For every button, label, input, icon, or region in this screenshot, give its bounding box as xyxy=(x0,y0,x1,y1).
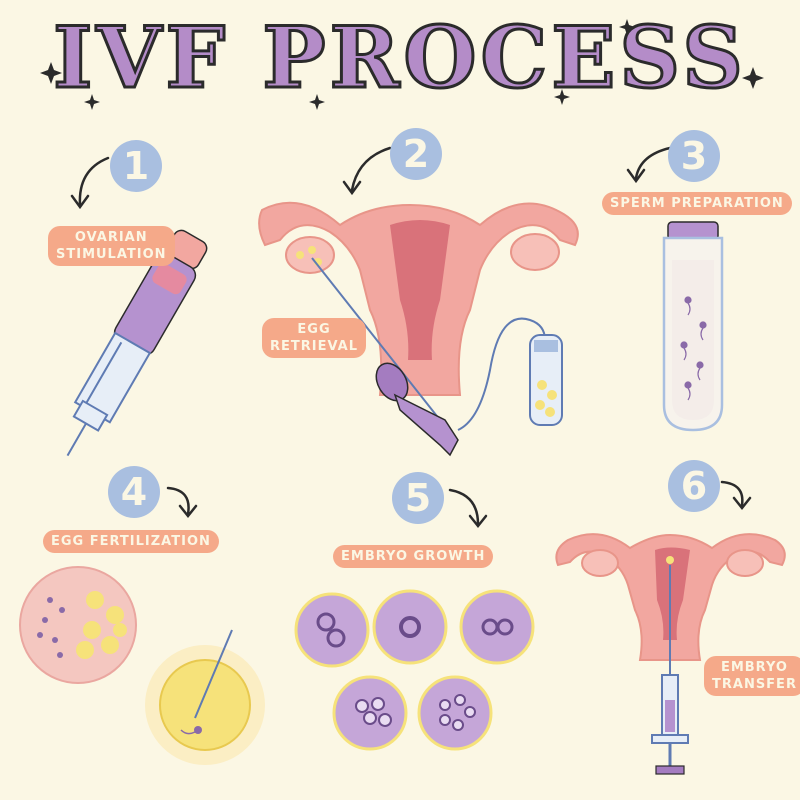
egg-fertilization-illustration xyxy=(19,566,265,765)
step-2-label: EGG RETRIEVAL xyxy=(262,318,367,358)
step-6-label: EMBRYO TRANSFER xyxy=(704,656,800,696)
step-6-label-line2: TRANSFER xyxy=(712,677,797,692)
uterus-egg-retrieval-illustration xyxy=(258,201,579,457)
step-3-number: 3 xyxy=(668,130,720,182)
step-6-number: 6 xyxy=(668,460,720,512)
page-title: IVF PROCESS xyxy=(52,7,747,109)
sparkle-icons xyxy=(40,19,764,110)
step-4-label: EGG FERTILIZATION xyxy=(43,530,219,553)
step-2-label-line1: EGG xyxy=(297,322,331,337)
step-1-label-line2: STIMULATION xyxy=(56,247,167,262)
arrow-icons xyxy=(70,146,752,529)
step-2-number: 2 xyxy=(390,128,442,180)
step-1-label-line1: OVARIAN xyxy=(74,230,148,245)
step-2-label-line2: RETRIEVAL xyxy=(270,339,359,354)
step-1-label: OVARIAN STIMULATION xyxy=(48,226,175,266)
step-3-label: SPERM PREPARATION xyxy=(602,192,792,215)
step-6-label-line1: EMBRYO xyxy=(720,660,788,675)
embryo-growth-illustration xyxy=(294,589,535,751)
step-1-number: 1 xyxy=(110,140,162,192)
embryo-transfer-illustration xyxy=(555,533,786,775)
step-5-label: EMBRYO GROWTH xyxy=(333,545,494,568)
sperm-test-tube-illustration xyxy=(662,221,724,432)
step-4-number: 4 xyxy=(108,466,160,518)
step-5-number: 5 xyxy=(392,472,444,524)
injection-pen-illustration xyxy=(66,229,208,457)
